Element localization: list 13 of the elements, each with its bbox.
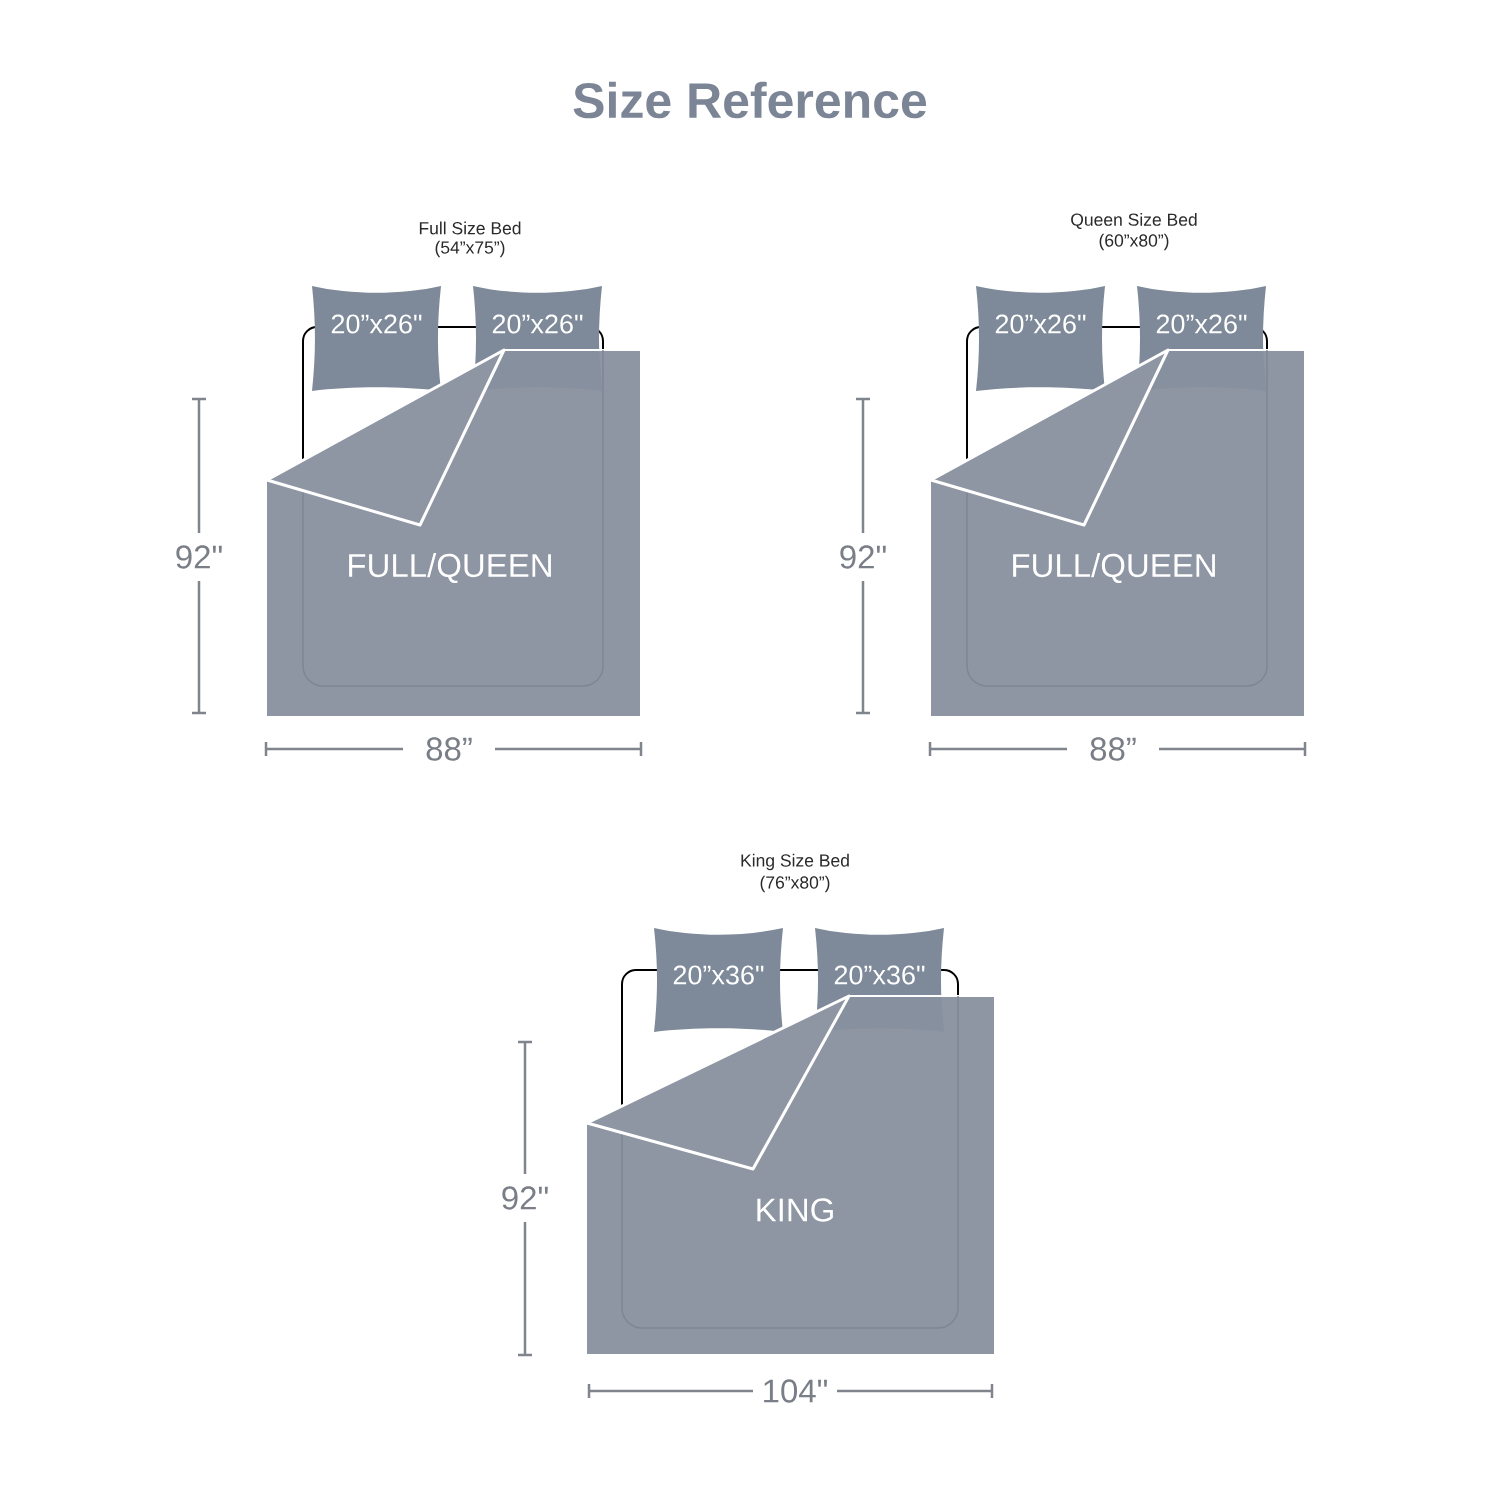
bed-heading: Queen Size Bed	[1071, 213, 1197, 229]
bed-size: (54”x75”)	[435, 240, 505, 258]
bed-size: (60”x80”)	[1099, 233, 1169, 251]
dimension-label: 92"	[840, 545, 886, 569]
bed-heading: Full Size Bed	[419, 221, 521, 235]
dimension-label: 92"	[176, 545, 222, 569]
pillow: 20”x36"	[654, 928, 783, 1032]
pillow: 20”x26"	[312, 286, 441, 391]
title: Size Reference	[573, 81, 927, 119]
pillow: 20”x26"	[976, 286, 1105, 391]
bed-heading: King Size Bed	[741, 853, 849, 871]
bed-size: (76”x80”)	[760, 875, 830, 893]
dimension-label: 92"	[502, 1186, 548, 1210]
